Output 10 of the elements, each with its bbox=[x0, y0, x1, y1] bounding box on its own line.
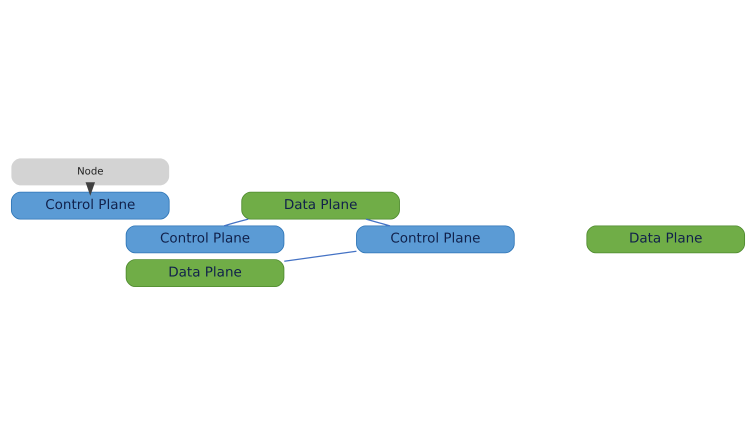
node-box: Control Plane bbox=[356, 225, 515, 254]
connector bbox=[284, 250, 357, 262]
node-box: Data Plane bbox=[586, 225, 746, 254]
node-box: Data Plane bbox=[126, 259, 284, 288]
arrow bbox=[86, 182, 96, 196]
connector bbox=[224, 218, 248, 226]
connector bbox=[366, 218, 390, 226]
node-box: Data Plane bbox=[241, 192, 400, 220]
node-box: Control Plane bbox=[126, 225, 284, 254]
node-box: Control Plane bbox=[10, 192, 170, 220]
